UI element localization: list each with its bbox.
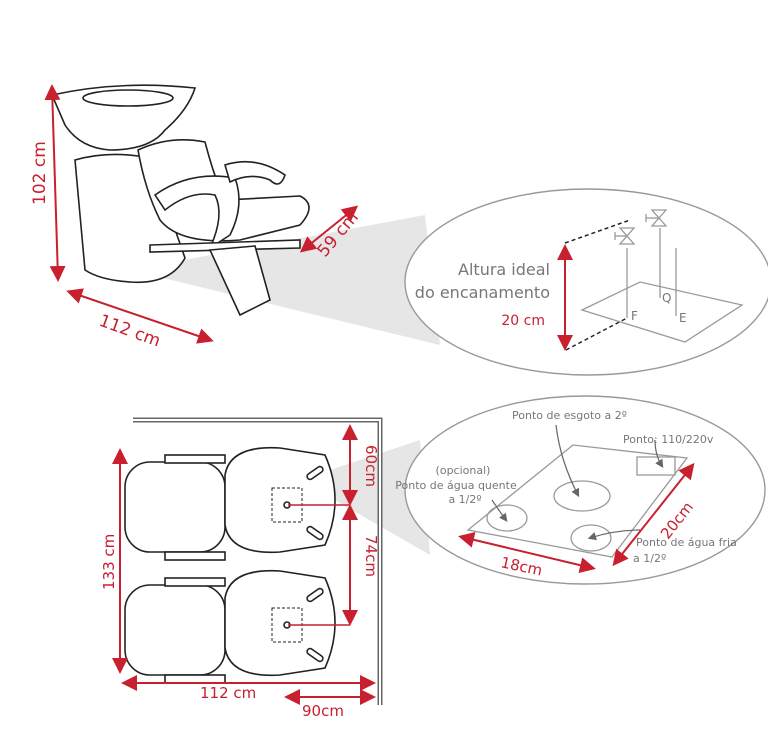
- chair-bottom-plan: [124, 569, 336, 684]
- point-e-label: E: [679, 311, 687, 325]
- point-q-label: Q: [662, 291, 671, 305]
- valve-icon: [614, 209, 668, 245]
- sewage-point-label: Ponto de esgoto a 2º: [512, 409, 627, 422]
- point-f-label: F: [631, 309, 638, 323]
- top-depth-label: 60cm: [362, 445, 380, 487]
- chair-height-label: 102 cm: [30, 141, 50, 205]
- plan-offset-label: 90cm: [302, 702, 344, 720]
- plumbing-detail-ellipse: [404, 188, 768, 376]
- cold-water-label-line2: a 1/2º: [633, 552, 666, 565]
- hot-water-label-line2: a 1/2º: [448, 493, 481, 506]
- projection-beam-bottom: [300, 440, 430, 555]
- chair-length-label: 112 cm: [96, 311, 163, 352]
- plan-width-label: 112 cm: [200, 684, 256, 702]
- height-dimension-line: [44, 84, 66, 282]
- hot-water-optional-label: (opcional): [436, 464, 491, 477]
- plumbing-title-line1: Altura ideal: [458, 260, 550, 279]
- length-dimension-line: [66, 288, 214, 344]
- depth-dimension-line: [299, 205, 359, 253]
- electric-point-label: Ponto: 110/220v: [623, 433, 714, 446]
- projection-beam-top: [130, 215, 440, 345]
- floor-plan: [124, 417, 383, 705]
- middle-depth-label: 74cm: [362, 535, 380, 577]
- plumbing-height-label: 20 cm: [501, 313, 545, 329]
- shampoo-chair-drawing: [50, 84, 310, 317]
- plumbing-title-line2: do encanamento: [415, 283, 550, 302]
- chair-top-plan: [124, 446, 336, 561]
- hot-water-label-line1: Ponto de água quente: [395, 479, 517, 492]
- total-height-label: 133 cm: [100, 534, 118, 590]
- cold-water-label-line1: Ponto de água fria: [636, 536, 737, 549]
